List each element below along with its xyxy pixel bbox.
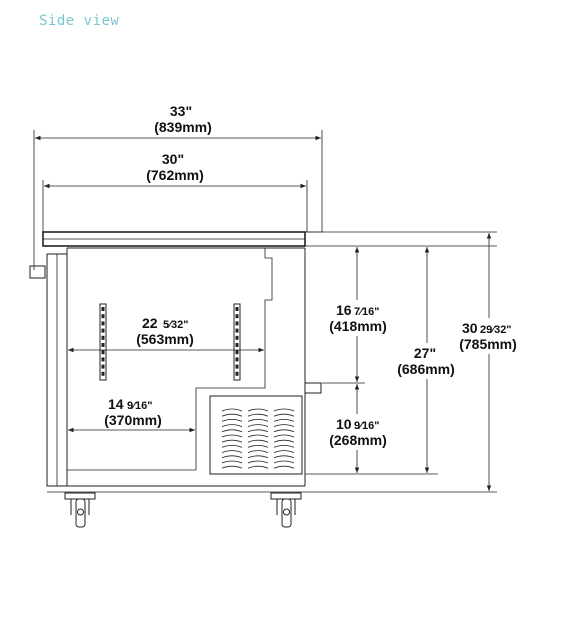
- dim-shelf-span-whole: 22: [142, 315, 158, 331]
- shelf-slot: [101, 357, 105, 362]
- shelf-slot: [235, 364, 239, 369]
- shelf-slot: [101, 314, 105, 319]
- shelf-slot: [101, 350, 105, 355]
- vent-louvre: [247, 429, 269, 433]
- dim-overall-width-in: 33": [170, 103, 192, 119]
- rear-bracket: [304, 382, 322, 394]
- dim-upper-height-mm: (418mm): [329, 318, 387, 334]
- caster-right: [270, 492, 302, 528]
- vent-louvre: [221, 465, 243, 469]
- dim-lower-height-fraction: 9⁄16": [354, 420, 379, 432]
- vent-louvre: [247, 439, 269, 443]
- shelf-slot: [101, 321, 105, 326]
- shelf-slot: [235, 335, 239, 340]
- dim-lower-depth: 14 9⁄16" (370mm): [104, 396, 162, 428]
- shelf-standard: [99, 303, 107, 381]
- dim-work-height-mm: (686mm): [397, 361, 455, 377]
- shelf-slot: [101, 364, 105, 369]
- vent-louvre: [273, 434, 295, 438]
- vent-louvre: [221, 408, 243, 412]
- shelf-slot: [235, 328, 239, 333]
- dim-shelf-span-mm: (563mm): [136, 331, 194, 347]
- dimension-lines: [33, 130, 497, 493]
- dim-overall-width-mm: (839mm): [154, 119, 212, 135]
- vent-louvre: [221, 445, 243, 448]
- vent-louvre: [221, 434, 243, 438]
- vent-louvre: [247, 445, 269, 448]
- vent-louvre: [273, 413, 295, 417]
- dim-top-width-in: 30": [162, 151, 184, 167]
- vent-louvre: [221, 450, 243, 453]
- vent-louvre: [273, 408, 295, 412]
- dim-overall-height-whole: 30: [462, 320, 478, 336]
- dim-work-height-in: 27": [414, 345, 436, 361]
- vent-louvre: [247, 413, 269, 417]
- vent-louvre: [221, 419, 243, 422]
- vent-louvre: [273, 419, 295, 422]
- vent-louvre: [273, 439, 295, 443]
- door-handle: [29, 265, 46, 279]
- vent-louvre: [247, 408, 269, 412]
- shelf-slot: [235, 357, 239, 362]
- page-title: Side view: [39, 13, 120, 29]
- dim-upper-height-whole: 16: [336, 302, 352, 318]
- vent-louvre: [247, 434, 269, 438]
- dim-lower-depth-mm: (370mm): [104, 412, 162, 428]
- dim-lower-depth-whole: 14: [108, 396, 124, 412]
- dim-lower-height-mm: (268mm): [329, 432, 387, 448]
- dim-lower-height: 10 9⁄16" (268mm): [328, 414, 390, 450]
- dim-top-width: 30" (762mm): [146, 151, 204, 183]
- vent-louvre: [247, 419, 269, 422]
- compressor-vents: [221, 408, 295, 469]
- vent-louvre: [273, 450, 295, 453]
- vent-louvre: [221, 413, 243, 417]
- shelf-standard: [233, 303, 241, 381]
- vent-louvre: [247, 450, 269, 453]
- vent-louvre: [273, 445, 295, 448]
- vent-louvre: [221, 424, 243, 427]
- shelf-slot: [235, 343, 239, 347]
- dim-work-height: 27" (686mm): [397, 343, 457, 379]
- dim-upper-height-fraction: 7⁄16": [354, 306, 379, 318]
- dim-upper-height: 16 7⁄16" (418mm): [328, 300, 390, 336]
- shelf-slot: [101, 343, 105, 347]
- dim-overall-height-fraction: 29⁄32": [480, 324, 512, 336]
- shelf-slot: [101, 307, 105, 311]
- shelf-slot: [235, 371, 239, 376]
- dim-overall-width: 33" (839mm): [150, 100, 216, 135]
- vent-louvre: [273, 465, 295, 469]
- vent-louvre: [221, 460, 243, 464]
- dim-shelf-span: 22 5⁄32" (563mm): [132, 313, 204, 347]
- vent-louvre: [273, 424, 295, 427]
- vent-louvre: [247, 455, 269, 459]
- caster-left: [64, 492, 96, 528]
- unit-outline: [29, 231, 322, 493]
- vent-louvre: [221, 429, 243, 433]
- vent-louvre: [273, 429, 295, 433]
- shelf-slot: [235, 307, 239, 311]
- shelf-slot: [101, 371, 105, 376]
- vent-louvre: [273, 460, 295, 464]
- dim-top-width-mm: (762mm): [146, 167, 204, 183]
- vent-louvre: [247, 424, 269, 427]
- vent-louvre: [247, 460, 269, 464]
- vent-louvre: [247, 465, 269, 469]
- shelf-slot: [235, 350, 239, 355]
- shelf-slot: [235, 314, 239, 319]
- dim-shelf-span-fraction: 5⁄32": [163, 319, 188, 331]
- vent-louvre: [273, 455, 295, 459]
- dim-lower-depth-fraction: 9⁄16": [127, 400, 152, 412]
- shelf-slot: [235, 321, 239, 326]
- compressor-housing: [209, 395, 303, 475]
- dim-overall-height: 30 29⁄32" (785mm): [457, 318, 521, 354]
- dim-overall-height-mm: (785mm): [459, 336, 517, 352]
- dim-lower-height-whole: 10: [336, 416, 352, 432]
- shelf-slot: [101, 328, 105, 333]
- vent-louvre: [221, 455, 243, 459]
- shelf-slot: [101, 335, 105, 340]
- vent-louvre: [221, 439, 243, 443]
